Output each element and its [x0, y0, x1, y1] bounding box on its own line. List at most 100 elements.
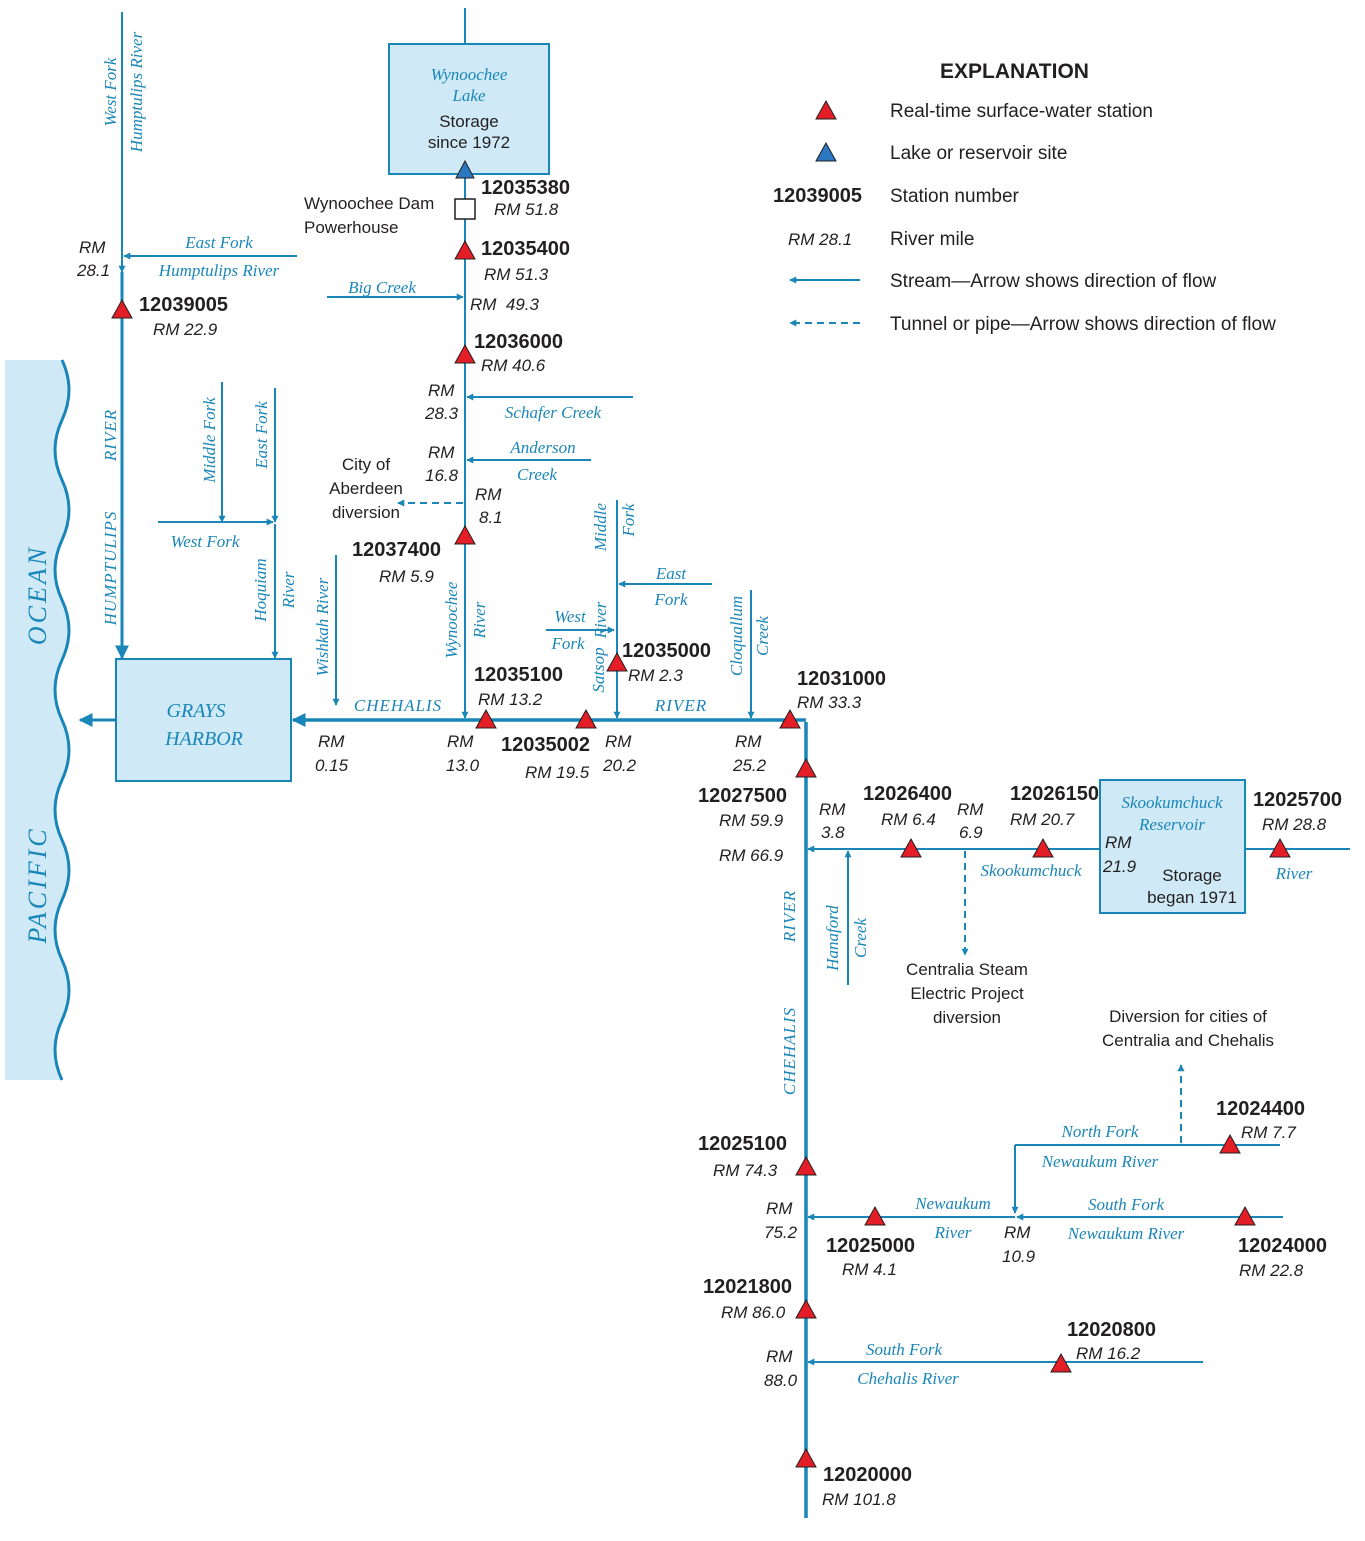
skoo-river-label: River — [1275, 864, 1313, 883]
skoo-storage-2: began 1971 — [1147, 888, 1237, 907]
river-mile: RM — [766, 1347, 793, 1366]
station-number: 12035002 — [501, 734, 590, 756]
station-number: 12024000 — [1238, 1235, 1327, 1257]
east-fork-label: East Fork — [252, 401, 271, 470]
skookumchuck-reservoir-box — [1099, 779, 1246, 914]
station-number: 12021800 — [703, 1276, 792, 1298]
station-12037400 — [454, 524, 476, 545]
legend-station-label: Station number — [890, 186, 1020, 207]
station-12035380-lake — [455, 159, 475, 179]
legend-rm-example: RM 28.1 — [788, 230, 852, 249]
skoo-storage-1: Storage — [1162, 866, 1222, 885]
river-mile: RM 22.9 — [153, 320, 218, 339]
station-number: 12035100 — [474, 664, 563, 686]
river-mile: RM — [447, 732, 474, 751]
wyn-storage-1: Storage — [439, 112, 499, 131]
river-mile: 25.2 — [732, 756, 767, 775]
station-number: 12024400 — [1216, 1098, 1305, 1120]
hanaford-label-1: Hanaford — [823, 905, 842, 972]
legend-stream-label: Stream—Arrow shows direction of flow — [890, 271, 1217, 292]
tributaries — [118, 8, 1350, 1366]
station-number: 12031000 — [797, 668, 886, 690]
satsop-middle-label-2: Fork — [619, 503, 638, 538]
river-mile: RM 74.3 — [713, 1161, 778, 1180]
wynoochee-label: Wynoochee — [442, 581, 461, 658]
cloquallum-label-1: Cloquallum — [727, 596, 746, 676]
satsop-east-label-2: Fork — [653, 590, 688, 609]
river-mile: 3.8 — [821, 823, 845, 842]
river-mile: RM — [819, 800, 846, 819]
aberdeen-label-3: diversion — [332, 503, 400, 522]
station-number: 12020000 — [823, 1464, 912, 1486]
river-mile: RM — [475, 485, 502, 504]
cities-label-1: Diversion for cities of — [1109, 1007, 1267, 1026]
river-mile: RM — [1004, 1223, 1031, 1242]
station-12025000 — [864, 1205, 886, 1226]
dam-label-2: Powerhouse — [304, 218, 399, 237]
river-mile: 21.9 — [1102, 857, 1137, 876]
station-12035100 — [475, 708, 497, 729]
grays-harbor-box — [115, 658, 292, 782]
river-mile: 75.2 — [764, 1223, 798, 1242]
station-12021800 — [795, 1298, 817, 1319]
river-mile: RM 28.8 — [1262, 815, 1327, 834]
river-mile: 28.3 — [424, 404, 459, 423]
station-12035002 — [575, 708, 597, 729]
river-mile: RM 22.8 — [1239, 1261, 1304, 1280]
wf-hump-label-1: West Fork — [101, 57, 120, 126]
dam-powerhouse-square — [454, 198, 476, 220]
wynoochee-river-label: River — [470, 601, 489, 639]
station-number: 12025700 — [1253, 789, 1342, 811]
station-12026400 — [900, 837, 922, 858]
satsop-west-label-1: West — [554, 607, 587, 626]
middle-fork-label: Middle Fork — [200, 397, 219, 484]
station-12024000 — [1234, 1205, 1256, 1226]
river-mile: 13.0 — [446, 756, 480, 775]
legend-lake-label: Lake or reservoir site — [890, 143, 1067, 164]
hump-river-label: RIVER — [101, 409, 120, 462]
satsop-east-label-1: East — [655, 564, 688, 583]
chehalis-river-label: RIVER — [654, 696, 707, 715]
station-12036000 — [454, 343, 476, 364]
river-mile: RM 101.8 — [822, 1490, 896, 1509]
river-mile: RM — [1105, 833, 1132, 852]
grays-label-1: GRAYS — [167, 700, 226, 722]
station-number: 12035400 — [481, 238, 570, 260]
river-mile: RM — [318, 732, 345, 751]
legend-realtime-label: Real-time surface-water station — [890, 101, 1153, 122]
river-mile: RM 16.2 — [1076, 1344, 1141, 1363]
satsop-west-label-2: Fork — [550, 634, 585, 653]
wf-hump-label-2: Humptulips River — [127, 31, 146, 153]
ocean-label: OCEAN — [23, 545, 52, 645]
station-12020800 — [1050, 1352, 1072, 1373]
river-mile: RM 49.3 — [470, 295, 540, 314]
river-mile: RM 7.7 — [1241, 1123, 1296, 1142]
station-12035400 — [454, 239, 476, 260]
station-number: 12027500 — [698, 785, 787, 807]
river-mile: RM 40.6 — [481, 356, 546, 375]
chehalis-upper-label: CHEHALIS — [780, 1007, 799, 1095]
dam-label-1: Wynoochee Dam — [304, 194, 434, 213]
river-mile: RM 19.5 — [525, 763, 590, 782]
river-mile: 88.0 — [764, 1371, 798, 1390]
river-mile: 10.9 — [1002, 1247, 1036, 1266]
station-number: 12039005 — [139, 294, 228, 316]
skoo-res-label-2: Reservoir — [1138, 815, 1205, 834]
satsop-river-label: River — [591, 601, 610, 639]
anderson-label-1: Anderson — [509, 438, 575, 457]
satsop-label: Satsop — [589, 647, 608, 692]
station-number: 12036000 — [474, 331, 563, 353]
river-mile: RM — [766, 1199, 793, 1218]
station-number: 12037400 — [352, 539, 441, 561]
ef-hump-label-2: Humptulips River — [158, 261, 280, 280]
aberdeen-label-2: Aberdeen — [329, 479, 403, 498]
sf-newaukum-label-1: South Fork — [1088, 1195, 1164, 1214]
station-number: 12026150 — [1010, 783, 1099, 805]
centralia-label-3: diversion — [933, 1008, 1001, 1027]
legend-realtime-symbol — [815, 99, 837, 120]
station-12035000 — [606, 651, 628, 672]
legend-graphics — [789, 99, 860, 327]
newaukum-label-1: Newaukum — [914, 1194, 991, 1213]
tunnels — [397, 499, 1185, 1143]
